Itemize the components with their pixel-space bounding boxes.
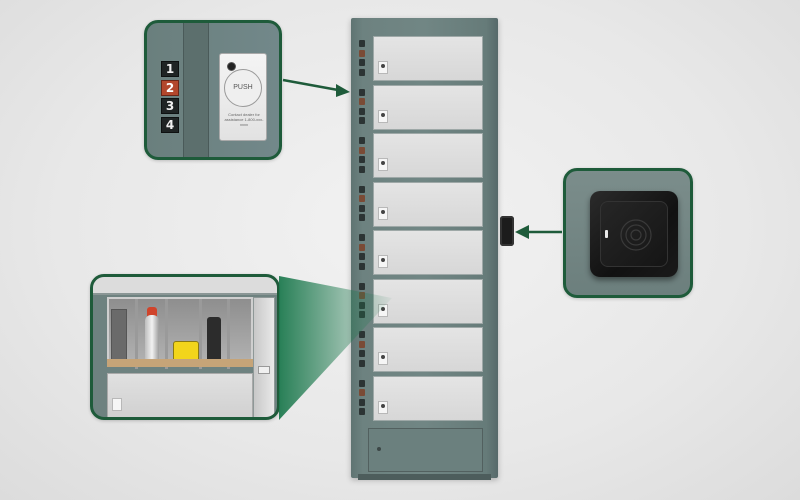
locker-door[interactable] (373, 230, 483, 275)
cabinet-base (358, 474, 491, 480)
door-label-icon (378, 303, 388, 317)
locker-door[interactable] (373, 278, 483, 324)
keypad-arrow-icon (336, 84, 350, 97)
handgun-icon (207, 317, 221, 363)
door-label-icon (378, 255, 388, 268)
door-label-icon (378, 206, 388, 220)
spray-can-icon (145, 315, 159, 363)
side-card-reader (500, 216, 514, 246)
locker-door[interactable] (373, 36, 483, 81)
locker-compartment (107, 297, 253, 369)
compartment-divider (227, 299, 230, 369)
door-label-icon (378, 352, 388, 365)
keypad-key[interactable]: 2 (161, 79, 179, 96)
spray-can-cap-icon (147, 307, 157, 317)
nfc-rings-icon (620, 219, 652, 251)
reader-face (600, 201, 668, 267)
keypad-connector-line (282, 78, 339, 92)
door-status-strip (359, 185, 367, 222)
reader-led-icon (605, 230, 608, 238)
locker-door[interactable] (373, 133, 483, 178)
door-label-icon (378, 158, 388, 171)
reader-callout (563, 168, 693, 298)
keypad-key[interactable]: 3 (161, 98, 179, 115)
rfid-reader-icon (590, 191, 678, 277)
compartment-divider (135, 299, 138, 369)
push-button-icon: PUSH (224, 69, 262, 107)
locker-door[interactable] (373, 375, 483, 421)
door-gap (183, 23, 209, 157)
upper-door (93, 277, 277, 295)
door-status-strip (359, 379, 367, 416)
door-label-icon (378, 61, 388, 74)
compartment-divider (199, 299, 202, 369)
door-label-icon (378, 400, 388, 414)
locker-cabinet (351, 18, 498, 478)
door-status-strip (359, 234, 367, 270)
door-label-icon (378, 109, 388, 123)
door-status-strip (359, 40, 367, 76)
door-status-strip (359, 331, 367, 367)
key-hole-icon (227, 62, 236, 71)
push-note: Contact dealer for assistance 1-800-xxx-… (224, 112, 264, 127)
compartment-floor (107, 359, 253, 367)
door-status-strip (359, 137, 367, 173)
push-plate: PUSH Contact dealer for assistance 1-800… (219, 53, 267, 141)
safe-box-icon (111, 309, 127, 365)
locker-door[interactable] (373, 327, 483, 372)
open-door (253, 297, 275, 417)
lower-door (107, 373, 253, 417)
base-drawer[interactable] (368, 428, 483, 472)
door-status-strip (359, 88, 367, 125)
compartment-divider (165, 299, 168, 369)
door-handle-icon (258, 366, 270, 374)
locker-door[interactable] (373, 84, 483, 130)
reader-arrow-icon (515, 225, 529, 239)
locker-door[interactable] (373, 181, 483, 227)
keypad-key[interactable]: 4 (161, 116, 179, 133)
interior-callout (90, 274, 280, 420)
keypad-key[interactable]: 1 (161, 61, 179, 77)
door-label-icon (112, 398, 122, 411)
door-status-strip (359, 282, 367, 319)
